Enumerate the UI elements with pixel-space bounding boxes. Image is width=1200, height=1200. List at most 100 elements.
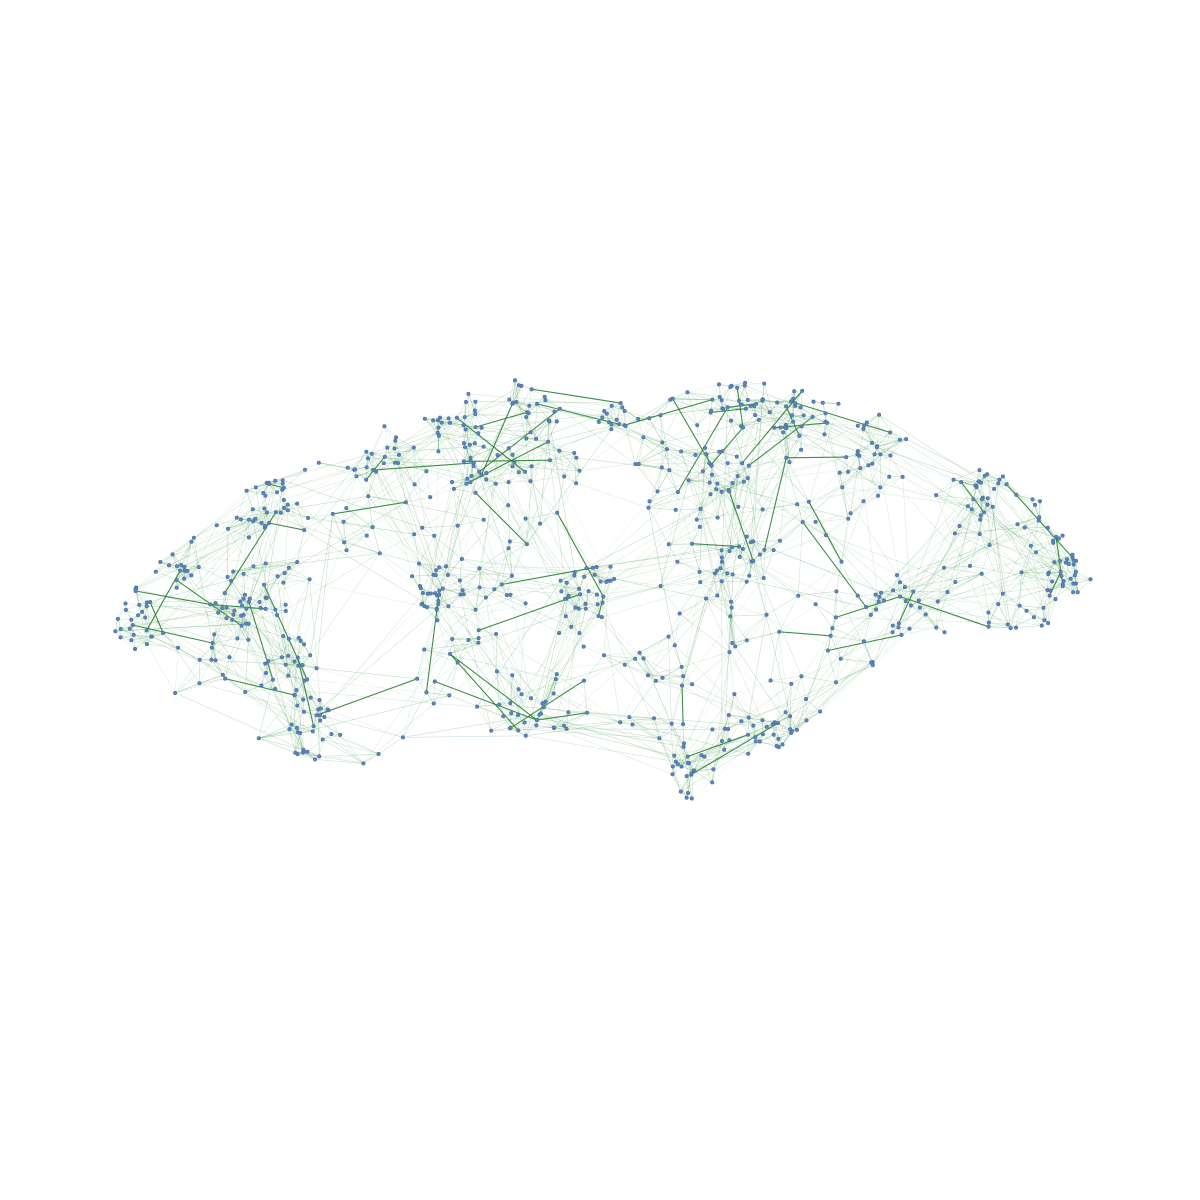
edge [475, 609, 497, 635]
edge [363, 638, 453, 764]
edge [752, 541, 761, 555]
edge [264, 508, 266, 526]
edge [468, 393, 612, 407]
graph-node [1022, 525, 1027, 530]
edge [213, 619, 233, 635]
edge [750, 540, 781, 543]
edge [135, 565, 178, 588]
edge [696, 412, 711, 426]
edge [405, 501, 423, 529]
edge [1002, 593, 1027, 611]
edge [177, 647, 314, 732]
edge [688, 474, 713, 481]
edge [199, 659, 224, 676]
edge [168, 565, 181, 572]
edge [155, 554, 173, 573]
edge [536, 403, 550, 421]
edge [989, 483, 999, 546]
edge [874, 454, 891, 456]
edge [547, 421, 550, 442]
edge [512, 438, 527, 456]
edge [560, 575, 575, 581]
edge [288, 578, 310, 677]
edge [752, 541, 774, 551]
graph-node [858, 466, 863, 471]
edge [125, 604, 140, 611]
graph-node [879, 590, 884, 595]
edge [322, 734, 341, 740]
edge [611, 424, 625, 430]
edge [320, 604, 422, 709]
edge [479, 587, 604, 598]
edge [585, 602, 603, 609]
edge [313, 709, 319, 727]
edge [647, 675, 684, 677]
graph-node [528, 479, 533, 484]
graph-node [274, 613, 279, 618]
edge [525, 420, 550, 519]
edge [639, 652, 649, 676]
edge [295, 732, 298, 754]
edge [421, 441, 549, 529]
edge [540, 713, 690, 764]
edge [363, 753, 379, 764]
graph-node [436, 602, 441, 607]
edge [655, 680, 693, 685]
edge [437, 432, 537, 440]
graph-node [1071, 562, 1076, 567]
edge [801, 426, 825, 435]
graph-node [600, 415, 605, 420]
edge [426, 470, 453, 483]
edge [714, 573, 867, 608]
graph-node [535, 401, 540, 406]
graph-node [345, 465, 350, 470]
edge [668, 636, 674, 767]
edge [265, 489, 283, 598]
edge [133, 634, 152, 637]
edge [471, 472, 487, 477]
edge [892, 625, 910, 630]
edge [1017, 517, 1040, 525]
edge [738, 541, 752, 547]
edge [766, 595, 799, 615]
edge [693, 770, 713, 783]
edge [659, 723, 684, 739]
edge [366, 451, 374, 471]
edge [339, 734, 364, 764]
edge [438, 451, 467, 484]
graph-node [516, 712, 521, 717]
edge [549, 421, 576, 573]
graph-node [1033, 502, 1038, 507]
edge [579, 632, 584, 647]
edge [711, 462, 728, 466]
edge [643, 658, 663, 679]
edge [716, 557, 723, 571]
graph-node [526, 411, 531, 416]
edge [402, 692, 427, 738]
edge [479, 587, 495, 590]
edge [778, 595, 799, 633]
edge [525, 725, 537, 737]
edge [660, 561, 678, 587]
edge [836, 591, 858, 596]
edge [875, 594, 877, 610]
edge [264, 512, 268, 526]
edge [583, 567, 594, 577]
edge [708, 462, 803, 523]
edge [436, 608, 512, 714]
edge [288, 541, 345, 677]
edge [1010, 616, 1035, 629]
edge [668, 501, 810, 545]
graph-node [761, 575, 766, 580]
edge [1077, 579, 1091, 593]
edge [675, 509, 698, 520]
edge [702, 453, 707, 472]
edge [896, 574, 914, 592]
graph-node [459, 556, 464, 561]
edge [229, 657, 246, 693]
edge [769, 411, 881, 488]
edge [476, 706, 504, 717]
edge [281, 638, 290, 658]
edge [1043, 598, 1056, 609]
edge [463, 425, 513, 576]
